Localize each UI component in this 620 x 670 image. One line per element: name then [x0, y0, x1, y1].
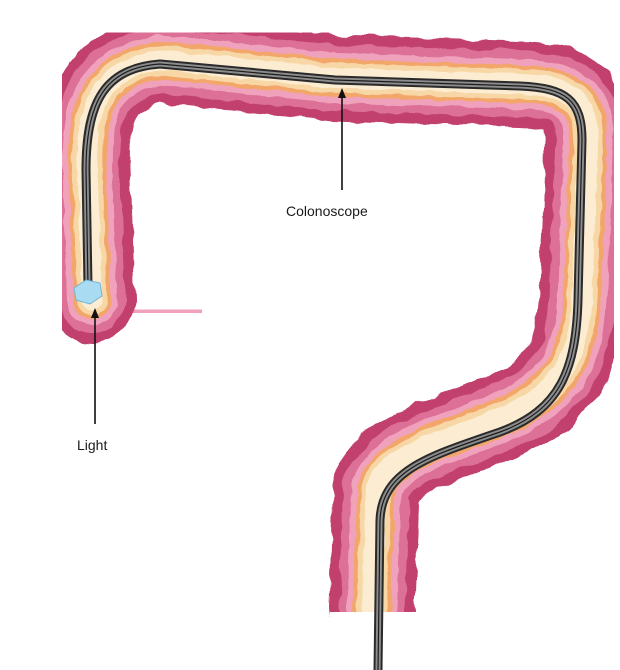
light-label: Light [77, 437, 107, 453]
colon [87, 60, 588, 670]
colonoscope-label: Colonoscope [286, 203, 368, 219]
